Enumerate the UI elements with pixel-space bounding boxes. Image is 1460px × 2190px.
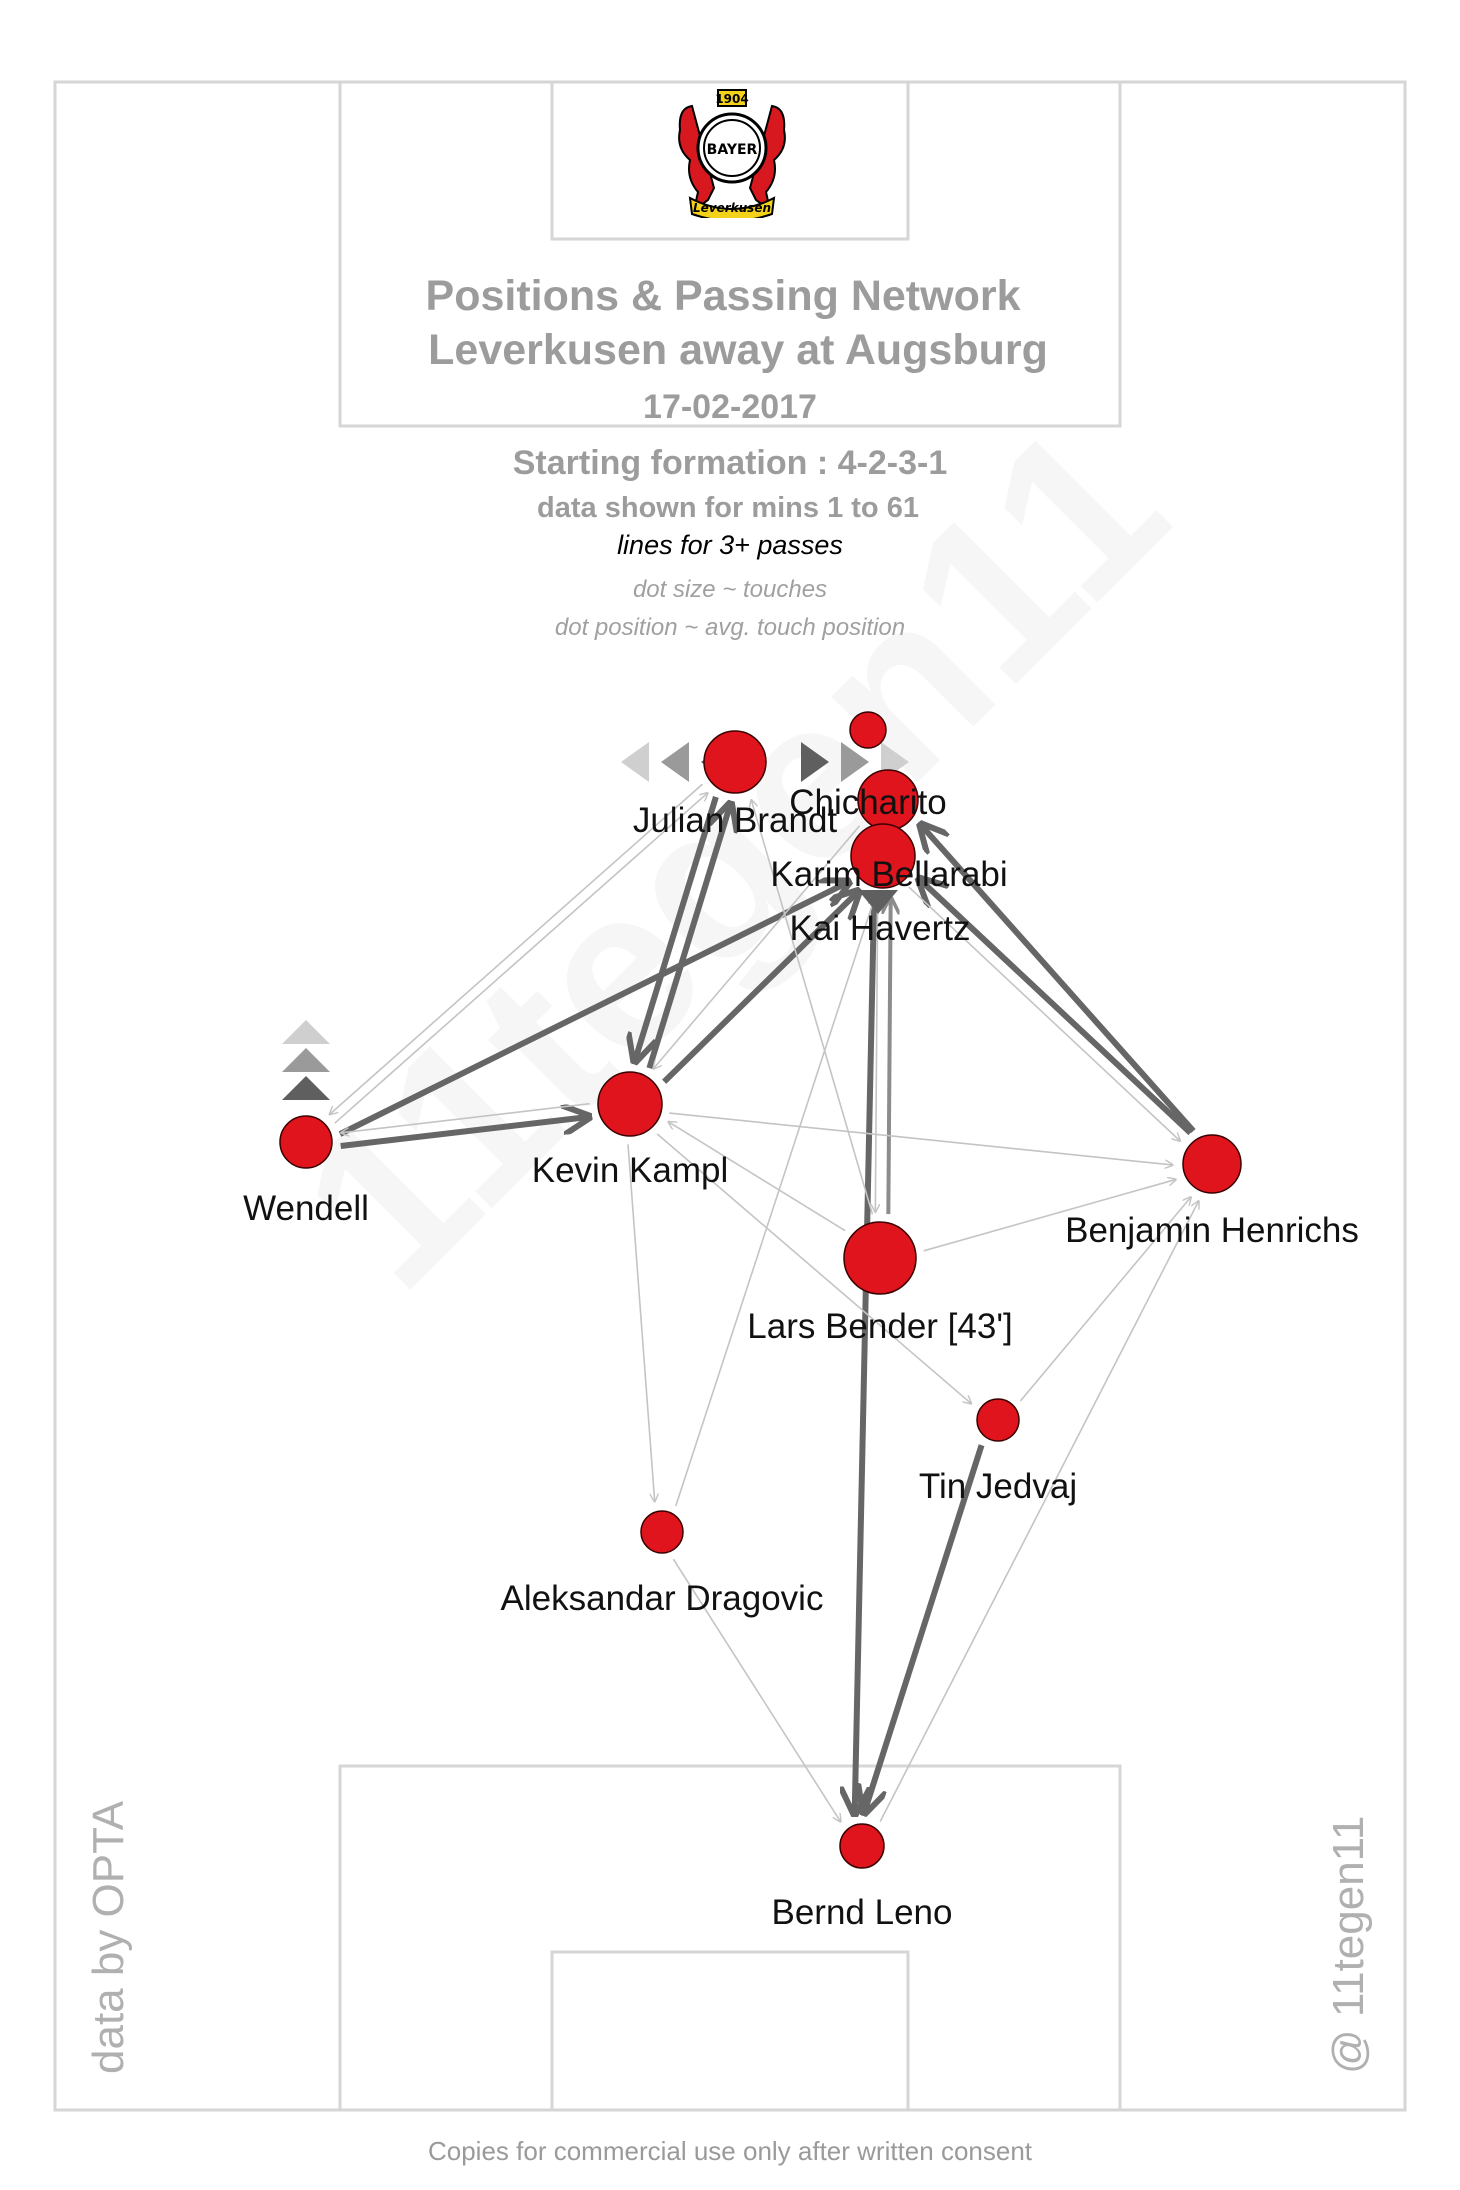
pass-line-bellarabi-to-henrichs	[908, 886, 1180, 1141]
player-node-bellarabi	[850, 823, 916, 889]
player-label-leno: Bernd Leno	[772, 1893, 953, 1932]
dot-position-note: dot position ~ avg. touch position	[554, 614, 906, 641]
six-yard-box-top	[550, 80, 910, 241]
minutes-text: data shown for mins 1 to 61	[537, 492, 919, 524]
pass-line-kampl-to-bellarabi	[662, 891, 858, 1084]
player-label-chicharito: Chicharito	[789, 783, 947, 822]
player-node-dragovic	[640, 1510, 684, 1554]
formation-text: Starting formation : 4-2-3-1	[512, 444, 948, 482]
substitution-marker-wendell-1	[282, 1048, 330, 1072]
pass-line-bender-to-brandt	[751, 800, 874, 1215]
player-label-wendell: Wendell	[243, 1189, 369, 1228]
player-node-kampl	[597, 1071, 663, 1137]
pass-line-kampl-to-brandt	[646, 804, 730, 1069]
crest-letters: BAYER	[707, 142, 758, 158]
pass-line-chicharito-to-kampl	[653, 825, 861, 1069]
pass-line-henrichs-to-chicharito	[921, 825, 1196, 1134]
pass-line-bender-to-kampl	[668, 1122, 846, 1232]
pass-line-bellarabi-to-bender	[875, 895, 877, 1212]
pass-line-bender-to-henrichs	[923, 1179, 1176, 1252]
player-label-kampl: Kevin Kampl	[532, 1151, 728, 1190]
substitution-marker-brandt-0	[621, 742, 649, 782]
substitution-marker-brandt-3	[801, 742, 829, 782]
substitution-marker-havertz-0	[858, 890, 898, 914]
player-label-bender: Lars Bender [43']	[747, 1307, 1012, 1346]
pass-line-kampl-to-henrichs	[669, 1112, 1172, 1165]
substitution-marker-brandt-1	[661, 742, 689, 782]
substitution-marker-brandt-4	[841, 742, 869, 782]
crest-name: Leverkusen	[693, 201, 771, 215]
pass-line-wendell-to-brandt	[334, 793, 708, 1124]
pass-line-wendell-to-kampl	[340, 1117, 590, 1149]
pass-line-dragovic-to-leno	[672, 1558, 840, 1822]
player-node-jedvaj	[976, 1398, 1020, 1442]
player-node-henrichs	[1182, 1134, 1242, 1194]
player-node-bender	[843, 1221, 917, 1295]
crest-year: 1904	[715, 92, 748, 106]
pass-line-brandt-to-kampl	[635, 796, 719, 1062]
player-label-henrichs: Benjamin Henrichs	[1065, 1211, 1359, 1250]
pass-line-dragovic-to-bellarabi	[675, 897, 875, 1507]
pass-line-leno-to-henrichs	[879, 1201, 1198, 1822]
title-line-2: Leverkusen away at Augsburg	[428, 326, 1048, 374]
player-label-bellarabi: Karim Bellarabi	[770, 855, 1007, 894]
dot-size-note: dot size ~ touches	[632, 576, 828, 603]
player-node-brandt	[703, 730, 767, 794]
pass-line-kampl-to-dragovic	[627, 1144, 655, 1501]
pass-line-wendell-to-bellarabi	[338, 882, 849, 1137]
player-label-jedvaj: Tin Jedvaj	[919, 1467, 1077, 1506]
footer-consent-note: Copies for commercial use only after wri…	[427, 2136, 1033, 2166]
pass-line-kampl-to-jedvaj	[656, 1133, 971, 1404]
title-line-1: Positions & Passing Network	[425, 272, 1021, 320]
player-node-leno	[839, 1823, 885, 1869]
pass-line-kampl-to-wendell	[341, 1102, 590, 1133]
substitution-marker-wendell-2	[282, 1076, 330, 1100]
substitution-marker-wendell-0	[282, 1020, 330, 1044]
author-credit-right: @ 11tegen11	[1324, 1815, 1373, 2074]
player-label-brandt: Julian Brandt	[633, 801, 838, 840]
leverkusen-crest-logo: 1904 BAYER Leverkusen	[678, 89, 786, 218]
pass-line-henrichs-to-bellarabi	[919, 879, 1193, 1136]
match-date: 17-02-2017	[643, 388, 817, 426]
pass-line-bender-to-bellarabi	[888, 898, 890, 1215]
lines-note: lines for 3+ passes	[617, 530, 843, 560]
data-credit-left: data by OPTA	[84, 1800, 133, 2074]
pass-line-jedvaj-to-leno	[864, 1444, 985, 1813]
player-label-dragovic: Aleksandar Dragovic	[501, 1579, 824, 1618]
pass-line-bellarabi-to-leno	[855, 895, 878, 1814]
player-label-havertz: Kai Havertz	[790, 909, 971, 948]
six-yard-box-bottom	[550, 1950, 910, 2112]
pass-line-brandt-to-wendell	[330, 783, 704, 1114]
player-node-havertz	[849, 711, 887, 749]
pass-line-jedvaj-to-henrichs	[1019, 1197, 1190, 1402]
player-node-wendell	[279, 1115, 333, 1169]
